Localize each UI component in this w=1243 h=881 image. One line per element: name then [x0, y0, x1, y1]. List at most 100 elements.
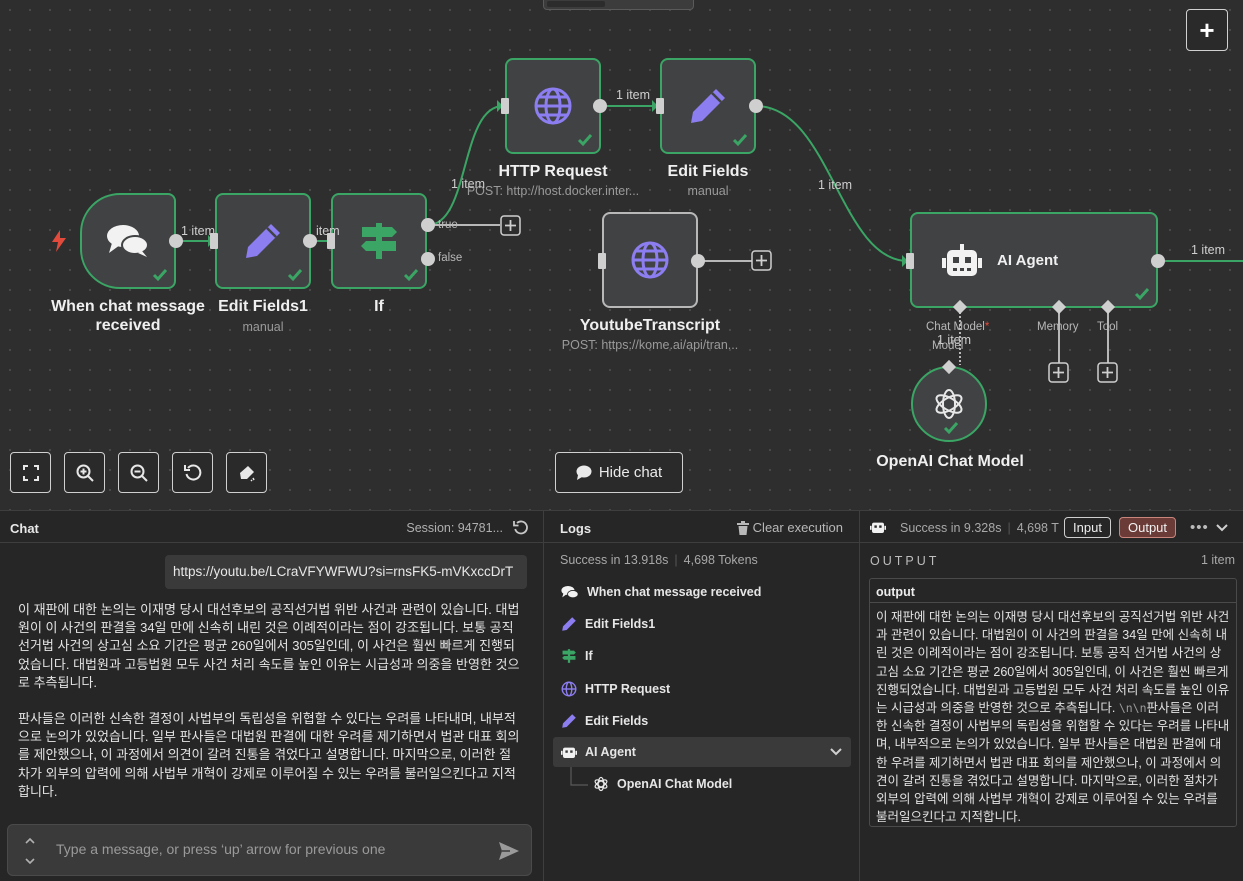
node-sub: manual — [242, 320, 284, 334]
port-tool-label: Tool — [1097, 321, 1119, 333]
edge-label: 1 item — [818, 178, 853, 192]
openai-icon — [935, 389, 963, 419]
fit-view-button[interactable] — [10, 452, 51, 493]
check-icon — [403, 269, 419, 282]
edge-label: 1 item — [181, 224, 216, 238]
chat-header: Chat Session: 94781... — [0, 510, 543, 543]
refresh-icon[interactable] — [513, 520, 529, 536]
log-item-if[interactable]: If — [553, 641, 851, 671]
chat-bubbles-icon — [107, 225, 149, 257]
edge-label: 1 item — [937, 333, 972, 347]
input-tab[interactable]: Input — [1064, 517, 1111, 538]
node-label: YoutubeTranscript — [579, 317, 721, 334]
node-openai-chat-model[interactable] — [911, 366, 987, 442]
pencil-icon — [562, 617, 576, 631]
chat-title: Chat — [10, 521, 39, 536]
zoom-out-icon — [130, 464, 148, 482]
node-sub: manual — [687, 184, 729, 198]
output-heading: OUTPUT — [870, 554, 940, 568]
port-memory-label: Memory — [1037, 321, 1079, 333]
edge-label: 1 item — [451, 177, 486, 191]
output-value: 이 재판에 대한 논의는 이재명 당시 대선후보의 공직선거법 위반 사건과 관… — [876, 610, 1230, 825]
logs-header: Logs Clear execution — [544, 510, 859, 543]
log-item-edit-fields[interactable]: Edit Fields — [553, 706, 851, 736]
chat-icon — [576, 465, 592, 480]
trash-icon — [736, 520, 749, 535]
edges-layer — [176, 100, 1243, 365]
output-column-header: output — [870, 579, 1236, 603]
port-true-label: true — [438, 219, 458, 231]
edge-label: 1 item — [1191, 243, 1226, 257]
chevron-down-icon[interactable] — [829, 745, 843, 759]
robot-icon — [561, 747, 577, 758]
check-icon — [577, 134, 593, 147]
top-toggle[interactable] — [543, 0, 694, 10]
check-icon — [943, 422, 959, 435]
node-sub: POST: http://host.docker.inter... — [466, 184, 640, 198]
run-status: Success in 9.328s|4,698 T — [900, 521, 1059, 535]
bot-paragraph: 이 재판에 대한 논의는 이재명 당시 대선후보의 공직선거법 위반 사건과 관… — [18, 602, 520, 690]
globe-icon — [561, 681, 577, 697]
zoom-in-button[interactable] — [64, 452, 105, 493]
node-label: OpenAI Chat Model — [876, 453, 1024, 470]
check-icon — [1134, 288, 1150, 301]
send-icon[interactable] — [498, 841, 520, 861]
output-table: output 이 재판에 대한 논의는 이재명 당시 대선후보의 공직선거법 위… — [869, 578, 1237, 827]
user-message: https://youtu.be/LCraVFYWFWU?si=rnsFK5-m… — [165, 555, 527, 589]
node-label: Edit Fields1 — [218, 298, 308, 315]
node-if[interactable] — [331, 193, 427, 289]
node-label: When chat message received — [51, 298, 205, 334]
node-label: AI Agent — [997, 252, 1059, 269]
output-header: Success in 9.328s|4,698 T Input Output •… — [860, 510, 1243, 543]
add-node-button[interactable]: + — [1186, 9, 1228, 51]
history-arrows-icon[interactable] — [24, 835, 36, 867]
node-label: Edit Fields — [667, 163, 749, 180]
check-icon — [152, 269, 168, 282]
node-youtube-transcript[interactable] — [602, 212, 698, 308]
globe-icon — [631, 241, 669, 279]
log-item-openai-chat-model[interactable]: OpenAI Chat Model — [585, 769, 851, 799]
node-sub: POST: https://kome.ai/api/tran... — [561, 338, 739, 352]
port-model-label: Model — [932, 340, 964, 352]
clean-icon — [239, 465, 255, 482]
edge-label: item — [316, 224, 340, 238]
zoom-out-button[interactable] — [118, 452, 159, 493]
chevron-down-icon[interactable] — [1215, 521, 1229, 535]
check-icon — [287, 269, 303, 282]
chat-message-input[interactable] — [56, 841, 476, 857]
signpost-icon — [361, 223, 397, 259]
log-item-ai-agent[interactable]: AI Agent — [553, 737, 851, 767]
robot-icon — [942, 244, 982, 276]
hide-chat-label: Hide chat — [598, 464, 663, 481]
fit-view-icon — [22, 464, 39, 481]
logs-summary: Success in 13.918s|4,698 Tokens — [560, 553, 758, 567]
chat-panel: Chat Session: 94781... https://youtu.be/… — [0, 510, 544, 881]
pencil-icon — [246, 224, 280, 258]
chat-input-box — [7, 824, 532, 876]
port-chat-model-label: Chat Model* — [926, 321, 990, 333]
logs-panel: Logs Clear execution Success in 13.918s|… — [544, 510, 860, 881]
reset-zoom-button[interactable] — [172, 452, 213, 493]
bot-paragraph: 판사들은 이러한 신속한 결정이 사법부의 독립성을 위협할 수 있다는 우려를… — [18, 711, 520, 799]
more-options-icon[interactable]: ••• — [1190, 519, 1209, 536]
log-item-http-request[interactable]: HTTP Request — [553, 674, 851, 704]
tidy-up-button[interactable] — [226, 452, 267, 493]
output-tab[interactable]: Output — [1119, 517, 1176, 538]
globe-icon — [534, 87, 572, 125]
port-false-label: false — [438, 252, 463, 264]
workflow-canvas[interactable]: When chat message received Edit Fields 1 … — [0, 0, 1243, 510]
log-item-chat-trigger[interactable]: When chat message received — [553, 577, 851, 607]
output-item-count: 1 item — [1200, 553, 1235, 567]
hide-chat-button[interactable]: Hide chat — [555, 452, 683, 493]
clear-execution-button[interactable]: Clear execution — [736, 520, 843, 535]
handles-layer — [169, 98, 1165, 383]
bot-message: 이 재판에 대한 논의는 이재명 당시 대선후보의 공직선거법 위반 사건과 관… — [18, 601, 522, 819]
edge-label: 1 item — [616, 88, 651, 102]
robot-icon — [870, 522, 886, 533]
tree-connector — [570, 767, 588, 786]
openai-icon — [594, 776, 608, 792]
plus-icon: + — [1199, 14, 1215, 45]
signpost-icon — [562, 649, 576, 663]
log-item-edit-fields1[interactable]: Edit Fields1 — [553, 609, 851, 639]
